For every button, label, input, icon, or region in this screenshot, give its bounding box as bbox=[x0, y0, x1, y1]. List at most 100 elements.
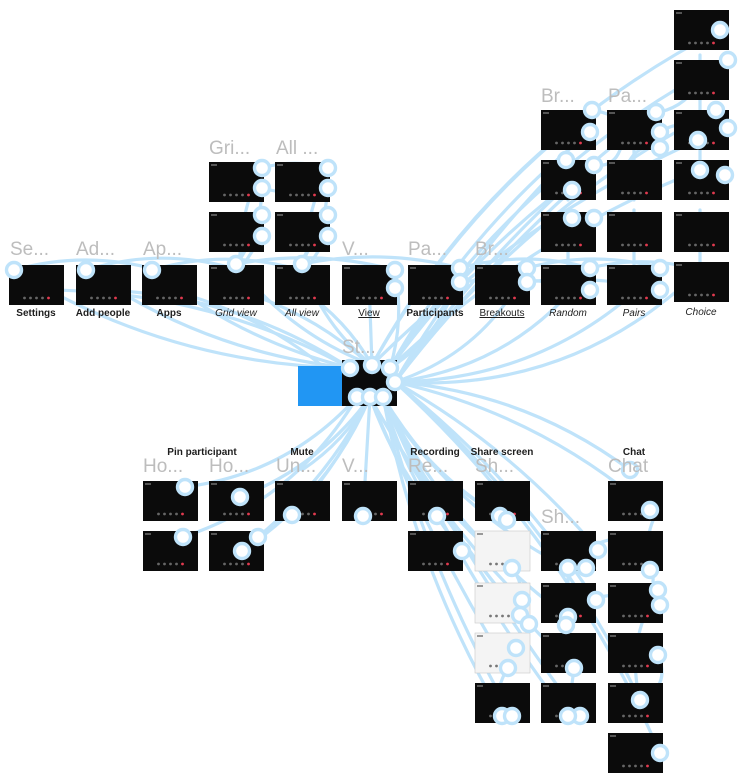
caption-random[interactable]: Random bbox=[549, 308, 587, 319]
caption-all-view[interactable]: All view bbox=[285, 308, 319, 319]
caption-share-screen[interactable]: Share screen bbox=[470, 447, 534, 458]
connection-port bbox=[648, 580, 668, 600]
ghost-title-view: V... bbox=[342, 239, 369, 260]
connection-port bbox=[252, 178, 272, 198]
connection-port bbox=[558, 706, 578, 726]
flow-edge bbox=[525, 257, 662, 270]
connection-port bbox=[502, 558, 522, 578]
connection-port bbox=[362, 355, 382, 375]
connection-port bbox=[318, 226, 338, 246]
thumb-pairs-3[interactable] bbox=[607, 212, 662, 252]
thumb-add-people[interactable] bbox=[76, 265, 131, 305]
connection-port bbox=[175, 477, 195, 497]
ghost-title-recording: Re... bbox=[408, 456, 449, 477]
connection-port bbox=[588, 540, 608, 560]
connection-port bbox=[318, 205, 338, 225]
connection-port bbox=[562, 180, 582, 200]
connection-port bbox=[318, 178, 338, 198]
connection-port bbox=[252, 226, 272, 246]
thumb-share-2[interactable] bbox=[474, 530, 531, 572]
ghost-title-pairs-top: Pa... bbox=[608, 86, 648, 107]
caption-recording[interactable]: Recording bbox=[410, 447, 460, 458]
connection-port bbox=[640, 560, 660, 580]
connection-port bbox=[512, 590, 532, 610]
ghost-title-start: St... bbox=[342, 337, 376, 358]
flow-edge bbox=[381, 395, 570, 570]
caption-breakouts[interactable]: Breakouts bbox=[479, 308, 525, 319]
ghost-title-participants: Pa... bbox=[408, 239, 448, 260]
flow-edge bbox=[393, 268, 702, 385]
caption-settings[interactable]: Settings bbox=[16, 308, 56, 319]
connection-ports bbox=[4, 20, 738, 763]
connection-port bbox=[580, 258, 600, 278]
ghost-title-add-people: Ad... bbox=[76, 239, 116, 260]
caption-chat[interactable]: Chat bbox=[622, 447, 646, 458]
thumb-choice-2[interactable] bbox=[674, 60, 729, 100]
flow-edge bbox=[300, 395, 372, 472]
connection-port bbox=[650, 595, 670, 615]
caption-view[interactable]: View bbox=[358, 308, 380, 319]
connection-port bbox=[620, 460, 640, 480]
ghost-title-share-screen: Sh... bbox=[475, 456, 515, 477]
connection-port bbox=[173, 527, 193, 547]
connection-port bbox=[584, 155, 604, 175]
ghost-title-share-screen-2: Sh... bbox=[541, 507, 581, 528]
connection-port bbox=[385, 372, 405, 392]
connection-port bbox=[564, 658, 584, 678]
connection-port bbox=[142, 260, 162, 280]
connection-port bbox=[226, 254, 246, 274]
connection-port bbox=[230, 487, 250, 507]
caption-apps[interactable]: Apps bbox=[156, 308, 182, 319]
connection-port bbox=[576, 558, 596, 578]
connection-port bbox=[498, 658, 518, 678]
flow-edge bbox=[458, 257, 592, 270]
caption-add-people[interactable]: Add people bbox=[75, 308, 131, 319]
connection-port bbox=[650, 743, 670, 763]
connection-port bbox=[340, 358, 360, 378]
caption-choice[interactable]: Choice bbox=[685, 307, 717, 318]
connection-port bbox=[373, 387, 393, 407]
connection-port bbox=[715, 165, 735, 185]
connection-port bbox=[427, 506, 447, 526]
ghost-title-view-2: V... bbox=[342, 456, 369, 477]
flow-edge bbox=[393, 380, 600, 552]
connection-port bbox=[630, 690, 650, 710]
connection-port bbox=[562, 208, 582, 228]
caption-participants[interactable]: Participants bbox=[406, 308, 464, 319]
connection-port bbox=[706, 100, 726, 120]
ghost-title-hold-2: Ho... bbox=[209, 456, 250, 477]
ghost-title-breakouts: Br... bbox=[475, 239, 509, 260]
connection-port bbox=[502, 706, 522, 726]
ghost-title-hold-1: Ho... bbox=[143, 456, 184, 477]
ghost-title-unmute: Un... bbox=[276, 456, 317, 477]
thumb-choice-5[interactable] bbox=[674, 212, 729, 252]
connection-port bbox=[519, 614, 539, 634]
connection-port bbox=[252, 205, 272, 225]
connection-port bbox=[517, 272, 537, 292]
connection-port bbox=[4, 260, 24, 280]
connection-port bbox=[452, 541, 472, 561]
connection-port bbox=[648, 645, 668, 665]
caption-mute[interactable]: Mute bbox=[290, 447, 314, 458]
connection-port bbox=[584, 208, 604, 228]
connection-port bbox=[450, 272, 470, 292]
caption-grid-view[interactable]: Grid view bbox=[215, 308, 257, 319]
caption-pin-participant[interactable]: Pin participant bbox=[167, 447, 237, 458]
connection-port bbox=[586, 590, 606, 610]
ghost-title-breakouts-top: Br... bbox=[541, 86, 575, 107]
connection-port bbox=[690, 160, 710, 180]
connection-port bbox=[353, 506, 373, 526]
connection-port bbox=[718, 118, 738, 138]
thumb-choice[interactable] bbox=[674, 262, 729, 302]
connection-port bbox=[582, 100, 602, 120]
flow-edge bbox=[393, 380, 632, 472]
connection-port bbox=[650, 122, 670, 142]
caption-pairs[interactable]: Pairs bbox=[622, 308, 646, 319]
connection-port bbox=[497, 510, 517, 530]
thumb-pairs-2[interactable] bbox=[607, 160, 662, 200]
connection-port bbox=[385, 278, 405, 298]
ghost-title-apps: Ap... bbox=[143, 239, 183, 260]
connection-port bbox=[580, 122, 600, 142]
connection-port bbox=[232, 541, 252, 561]
